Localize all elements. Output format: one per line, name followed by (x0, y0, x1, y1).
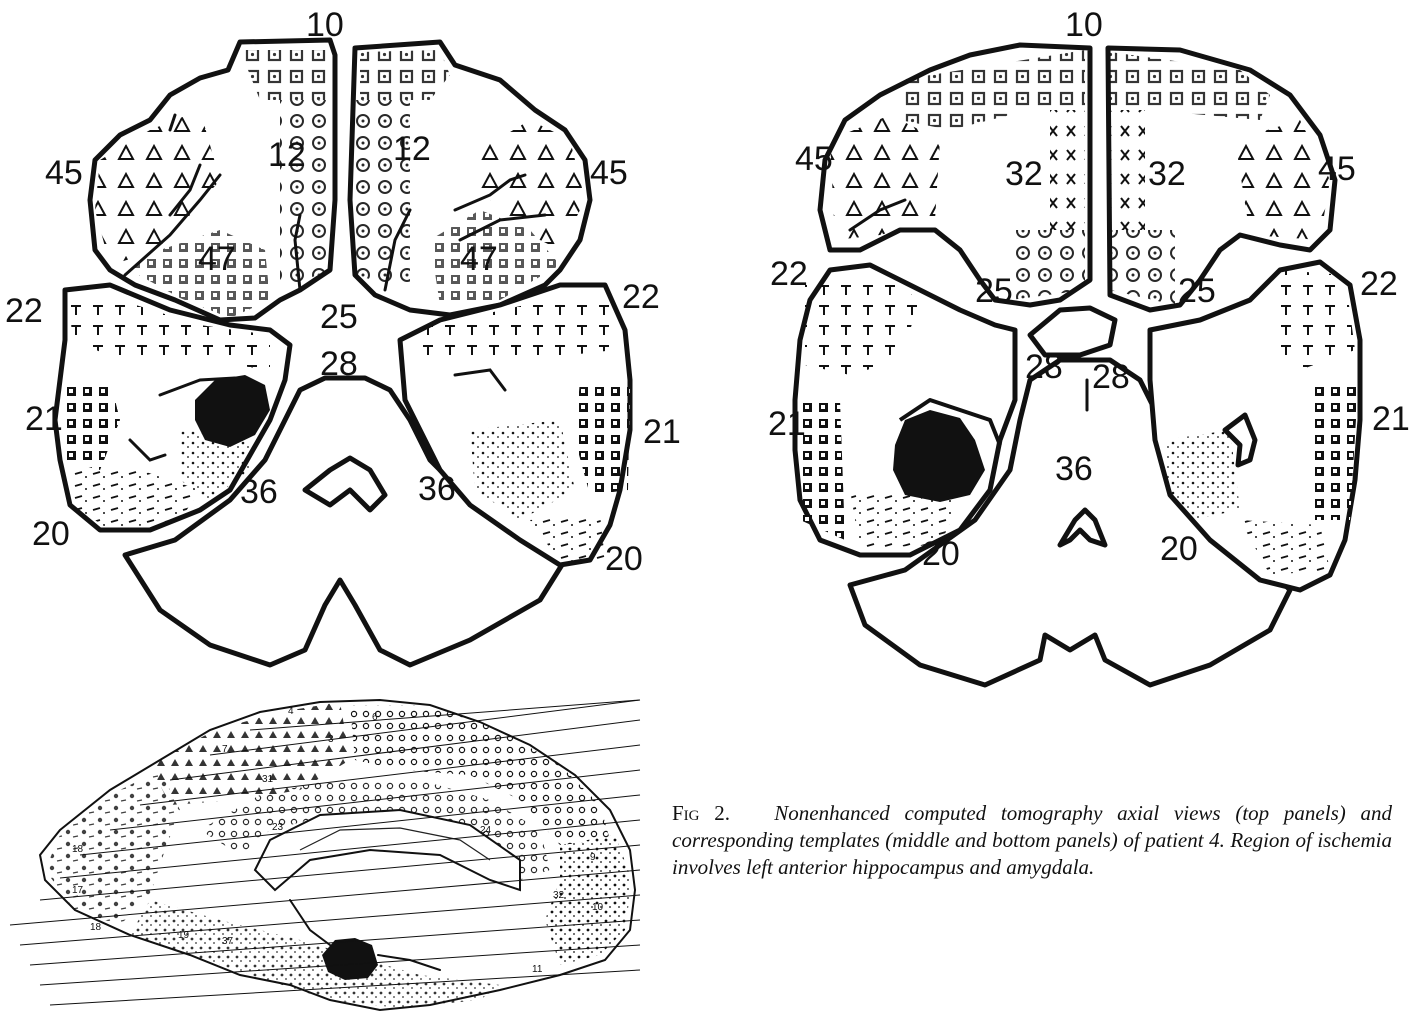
left-coronal-section: 10 12 12 45 45 47 47 22 22 25 28 21 21 3… (5, 6, 681, 665)
label-20-left: 20 (32, 515, 70, 553)
r-label-22-right: 22 (1360, 265, 1398, 303)
r-label-28-left: 28 (1025, 348, 1063, 386)
label-45-right: 45 (590, 154, 628, 192)
sag-label-18b: 18 (90, 922, 102, 933)
sag-label-31: 31 (262, 774, 274, 785)
label-25: 25 (320, 298, 358, 336)
sag-label-6: 6 (372, 712, 378, 723)
label-22-right: 22 (622, 278, 660, 316)
label-22-left: 22 (5, 292, 43, 330)
sag-label-9: 9 (590, 852, 596, 863)
caption-text: Nonenhanced computed tomography axial vi… (672, 801, 1392, 879)
right-sec-right-frontal-x (1110, 110, 1145, 230)
r-label-25-right: 25 (1178, 272, 1216, 310)
r-label-32-left: 32 (1005, 155, 1043, 193)
label-21-left: 21 (25, 400, 63, 438)
label-10: 10 (306, 6, 344, 44)
right-sec-left-frontal-x (1050, 110, 1085, 230)
sag-label-7: 7 (222, 744, 228, 755)
label-45-left: 45 (45, 154, 83, 192)
sag-label-37: 37 (222, 936, 234, 947)
sag-label-11: 11 (532, 964, 543, 975)
label-36-left: 36 (240, 473, 278, 511)
label-12-right: 12 (393, 130, 431, 168)
sag-label-10: 10 (592, 902, 604, 913)
label-20-right: 20 (605, 540, 643, 578)
r-label-20-right: 20 (1160, 530, 1198, 568)
right-sec-left-frontal-triangles (830, 115, 940, 240)
r-label-21-right: 21 (1372, 400, 1410, 438)
left-frontal-fill-circles (280, 100, 330, 290)
right-coronal-section: 10 32 32 45 45 22 22 25 25 28 28 21 21 3… (768, 6, 1410, 685)
sag-label-19: 19 (178, 930, 190, 941)
r-label-28-right: 28 (1092, 358, 1130, 396)
right-sec-left-frontal-circles (1010, 230, 1085, 300)
sag-label-17: 17 (72, 885, 84, 896)
right-frontal-fill-circles (355, 100, 410, 290)
sag-label-23: 23 (272, 822, 284, 833)
sag-label-4: 4 (288, 706, 294, 717)
r-label-36: 36 (1055, 450, 1093, 488)
label-36-right: 36 (418, 470, 456, 508)
sag-label-18a: 18 (72, 844, 84, 855)
sag-label-24: 24 (480, 825, 492, 836)
label-47-left: 47 (198, 240, 236, 278)
label-47-right: 47 (460, 240, 498, 278)
sag-label-32: 32 (553, 890, 565, 901)
r-label-10: 10 (1065, 6, 1103, 44)
r-label-45-left: 45 (795, 140, 833, 178)
r-label-20-left: 20 (922, 535, 960, 573)
label-28: 28 (320, 345, 358, 383)
figure-label: Fig 2. (672, 801, 730, 825)
label-12-left: 12 (268, 136, 306, 174)
label-21-right: 21 (643, 413, 681, 451)
right-sec-right-temporal-squares (1310, 380, 1358, 520)
r-label-25-left: 25 (975, 272, 1013, 310)
r-label-45-right: 45 (1318, 150, 1356, 188)
sag-label-3: 3 (328, 734, 334, 745)
r-label-21-left: 21 (768, 405, 806, 443)
r-label-32-right: 32 (1148, 155, 1186, 193)
sagittal-template: 3 7 31 23 24 18 17 18 19 37 32 10 11 9 4… (10, 700, 640, 1010)
figure-caption: Fig 2. Nonenhanced computed tomography a… (672, 800, 1392, 881)
r-label-22-left: 22 (770, 255, 808, 293)
